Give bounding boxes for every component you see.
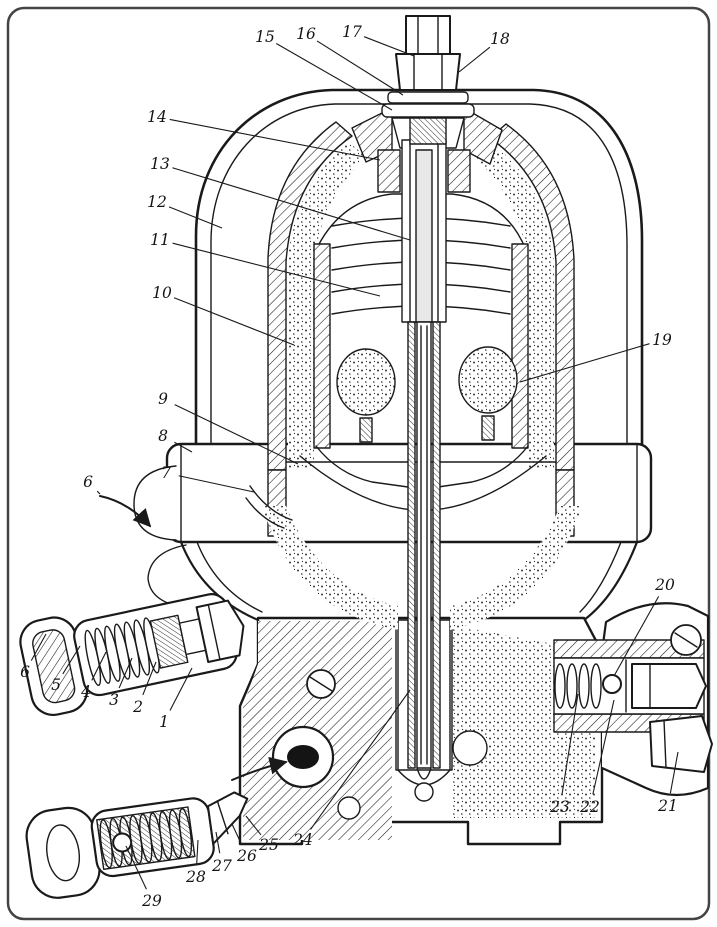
valve-inset-upper bbox=[19, 593, 245, 716]
hex-plug-bottom bbox=[649, 715, 713, 773]
leader-10 bbox=[173, 297, 295, 346]
leader-2 bbox=[142, 661, 157, 696]
leader-27 bbox=[215, 831, 221, 854]
leader-23 bbox=[561, 693, 579, 795]
leader-6a bbox=[96, 490, 101, 495]
leader-14 bbox=[169, 118, 381, 161]
nozzle-screen-right bbox=[458, 346, 518, 414]
leader-17 bbox=[363, 36, 415, 57]
flange-washer bbox=[381, 103, 475, 118]
leader-1 bbox=[169, 667, 193, 711]
lock-washer bbox=[387, 91, 469, 104]
valve-location-arrow bbox=[99, 495, 152, 528]
leader-3 bbox=[118, 657, 133, 689]
leader-7 bbox=[178, 475, 255, 493]
hex-nut bbox=[395, 53, 461, 91]
valve-plug-hex bbox=[631, 663, 707, 709]
leader-28 bbox=[196, 839, 199, 865]
leader-5 bbox=[62, 645, 81, 675]
leader-29 bbox=[125, 845, 147, 890]
rotor-assembly bbox=[299, 193, 547, 511]
nozzle-screen-left bbox=[336, 348, 396, 416]
leader-6b bbox=[30, 633, 47, 661]
drain-hole bbox=[414, 782, 434, 802]
leader-lines bbox=[30, 36, 679, 890]
leader-12 bbox=[168, 206, 223, 229]
housing-section bbox=[245, 107, 582, 630]
top-nut-stack bbox=[381, 15, 475, 145]
valve-inset-lower bbox=[25, 791, 249, 899]
leader-8 bbox=[174, 441, 193, 453]
leader-20 bbox=[613, 596, 660, 677]
leader-13 bbox=[172, 167, 411, 241]
spindle-shaft bbox=[377, 139, 471, 780]
leader-22 bbox=[592, 699, 615, 795]
leader-19 bbox=[519, 343, 650, 383]
leader-15 bbox=[275, 43, 393, 111]
leader-18 bbox=[458, 46, 491, 73]
leader-26 bbox=[231, 823, 242, 845]
top-cap-nut bbox=[405, 15, 451, 55]
leader-11 bbox=[172, 242, 381, 297]
leader-25 bbox=[245, 815, 262, 836]
port-location-arrow bbox=[231, 756, 288, 781]
leader-4 bbox=[91, 651, 107, 681]
valve-ball bbox=[602, 674, 622, 694]
oil-port-hole bbox=[287, 745, 319, 769]
leader-21 bbox=[669, 751, 679, 794]
leader-16 bbox=[316, 40, 404, 96]
leader-9 bbox=[174, 404, 299, 465]
threaded-stud bbox=[409, 117, 447, 145]
leader-24 bbox=[310, 689, 411, 830]
